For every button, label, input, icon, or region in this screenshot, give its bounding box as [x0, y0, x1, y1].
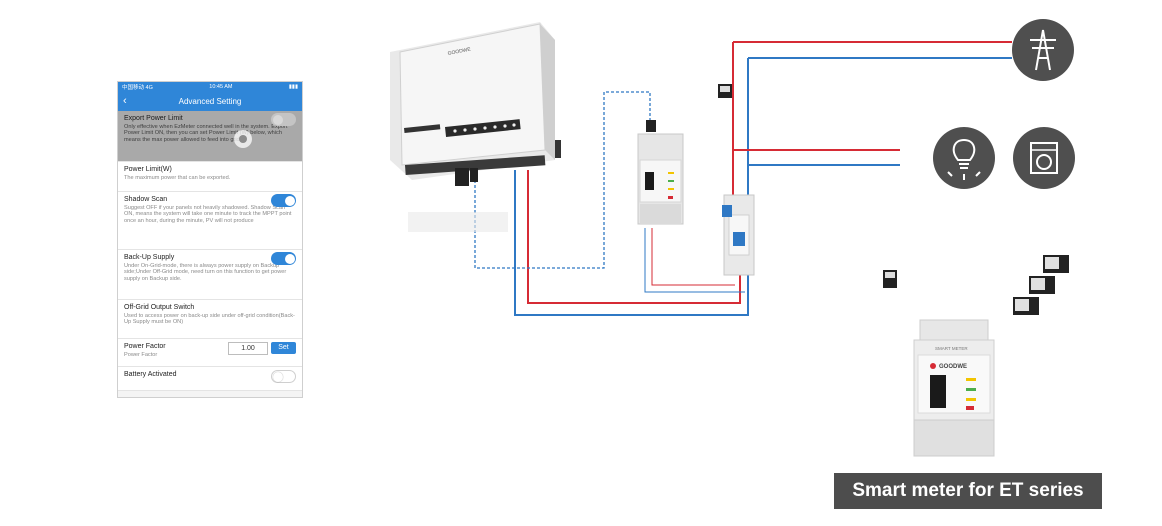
smart-meter-large: SMART METER GOODWE [913, 319, 995, 457]
setting-desc: Suggest OFF if your panels not heavily s… [124, 205, 292, 224]
chevron-left-icon[interactable]: ‹ [123, 95, 127, 107]
setting-title: Export Power Limit [124, 115, 183, 122]
live-wire-inverter [527, 170, 741, 304]
setting-shadow-scan[interactable]: Shadow Scan Suggest OFF if your panels n… [118, 192, 302, 250]
setting-desc: Only effective when EzMeter connected we… [124, 124, 288, 143]
set-button[interactable]: Set [271, 342, 296, 354]
light-bulb-icon [933, 127, 995, 189]
status-time: 10:45 AM [209, 83, 233, 90]
inverter-brand-label: GOODWE [447, 46, 472, 56]
setting-title: Off-Grid Output Switch [124, 304, 195, 311]
meter-live-lead [651, 228, 735, 286]
setting-power-factor: Power Factor Power Factor 1.00 Set [118, 339, 302, 367]
touch-indicator-icon [234, 130, 252, 148]
setting-export-power-limit[interactable]: Export Power Limit Only effective when E… [118, 111, 302, 162]
grid-tower-icon [1012, 19, 1074, 81]
caption-banner: Smart meter for ET series [834, 473, 1102, 509]
washing-machine-icon [1013, 127, 1075, 189]
meter-neutral-lead [644, 228, 745, 293]
meter-brand-label: GOODWE [939, 364, 967, 370]
setting-desc: Used to access power on back-up side und… [124, 313, 295, 326]
setting-title: Shadow Scan [124, 196, 168, 203]
inverter: GOODWE [390, 22, 561, 232]
setting-title: Power Limit(W) [124, 166, 172, 173]
meter-tag-label: SMART METER [935, 346, 968, 351]
export-limit-toggle[interactable] [271, 113, 296, 126]
neutral-wire-inverter [514, 170, 749, 316]
carrier-label: 中国移动 4G [122, 84, 153, 91]
setting-title: Power Factor [124, 343, 166, 350]
battery-icon: ▮▮▮ [288, 83, 298, 90]
smart-meter-small [637, 120, 684, 225]
circuit-breaker [722, 194, 755, 276]
setting-title: Battery Activated [124, 371, 177, 378]
setting-desc: Under On-Grid-mode, there is always powe… [124, 263, 287, 282]
setting-offgrid-output[interactable]: Off-Grid Output Switch Used to access po… [118, 300, 302, 339]
setting-backup-supply[interactable]: Back-Up Supply Under On-Grid-mode, there… [118, 250, 302, 300]
power-factor-input[interactable]: 1.00 [228, 342, 268, 355]
setting-title: Back-Up Supply [124, 254, 175, 261]
wires [474, 41, 1012, 316]
setting-desc: Power Factor [124, 352, 158, 358]
ct-clamp-set [1013, 255, 1069, 315]
nav-bar: ‹ Advanced Setting [118, 91, 302, 111]
setting-desc: The maximum power that can be exported. [124, 175, 231, 181]
ct-clamps [718, 84, 1069, 315]
page-title: Advanced Setting [178, 96, 242, 106]
setting-battery-activated[interactable]: Battery Activated [118, 367, 302, 391]
status-bar: 中国移动 4G 10:45 AM ▮▮▮ [118, 82, 302, 91]
setting-power-limit[interactable]: Power Limit(W) The maximum power that ca… [118, 162, 302, 192]
backup-supply-toggle[interactable] [271, 252, 296, 265]
shadow-scan-toggle[interactable] [271, 194, 296, 207]
app-screenshot: 中国移动 4G 10:45 AM ▮▮▮ ‹ Advanced Setting … [117, 81, 303, 398]
battery-activated-toggle[interactable] [271, 370, 296, 383]
comm-cable [474, 91, 651, 269]
